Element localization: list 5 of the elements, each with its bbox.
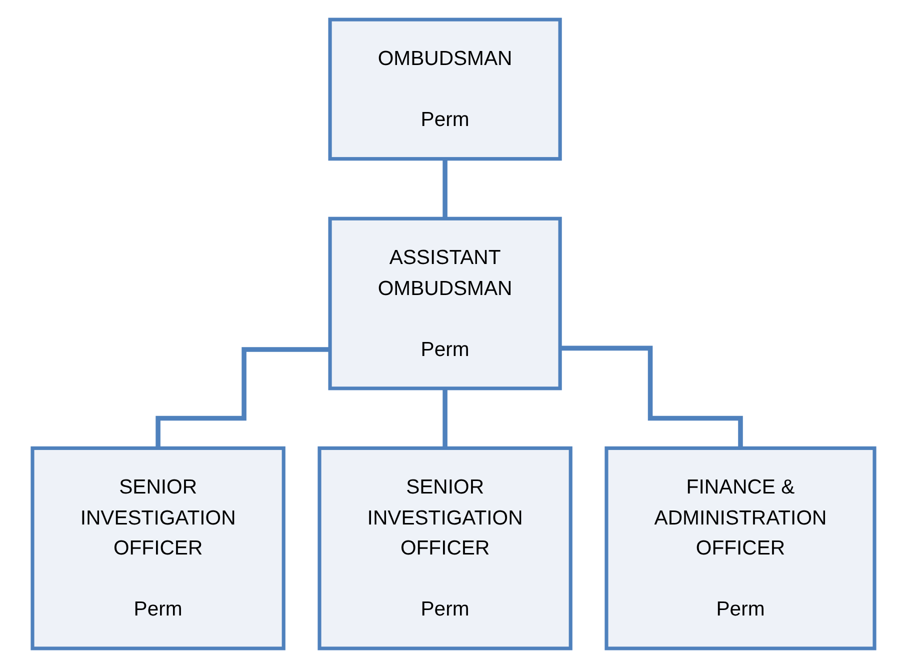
- node-box: FINANCE & ADMINISTRATION OFFICER Perm: [604, 446, 876, 650]
- node-box: SENIOR INVESTIGATION OFFICER Perm: [318, 446, 572, 650]
- node-box: OMBUDSMAN Perm: [328, 18, 562, 161]
- node-box: ASSISTANT OMBUDSMAN Perm: [328, 216, 562, 390]
- node-box: SENIOR INVESTIGATION OFFICER Perm: [30, 446, 286, 650]
